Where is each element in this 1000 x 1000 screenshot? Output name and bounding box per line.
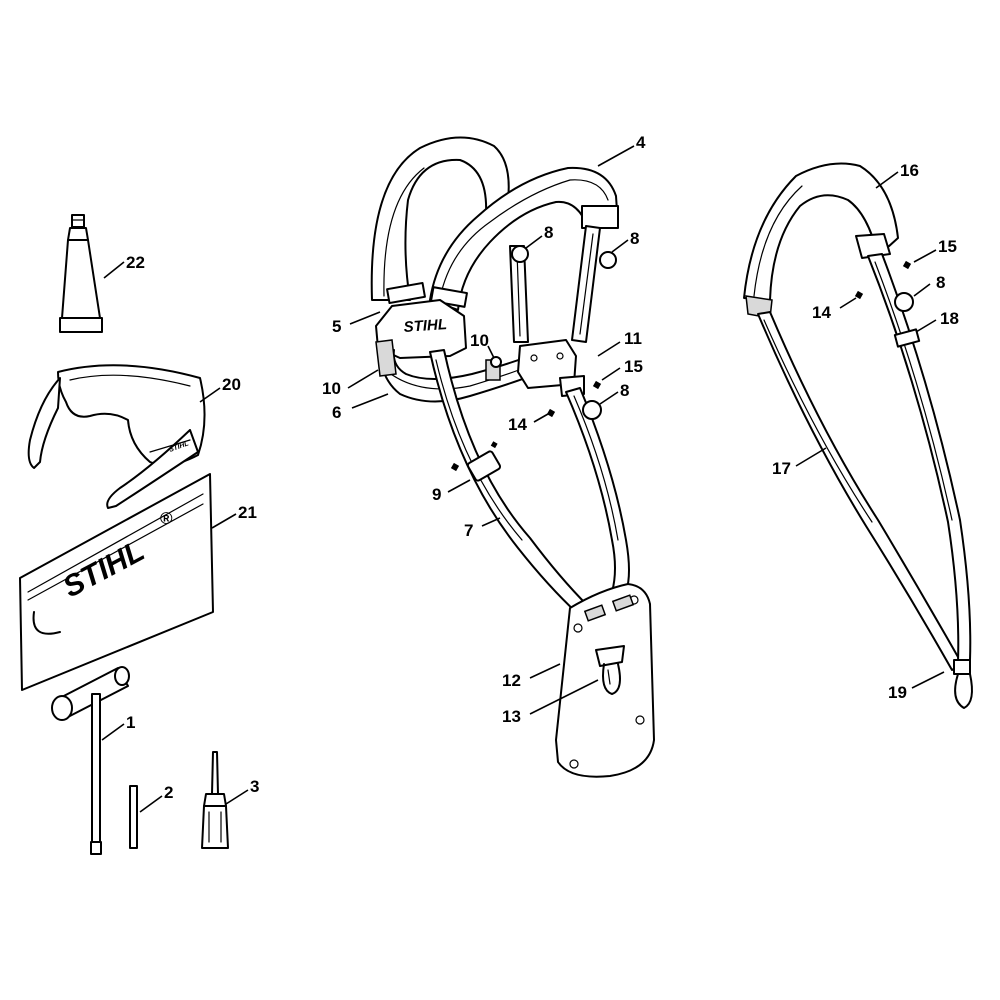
harness-logo-text: STIHL <box>403 316 447 336</box>
callout-8-b: 8 <box>630 229 639 248</box>
button-8-d <box>894 292 914 312</box>
callout-13: 13 <box>502 707 521 726</box>
callout-22: 22 <box>126 253 145 272</box>
callout-4: 4 <box>636 133 646 152</box>
leader-lines <box>101 145 945 813</box>
callout-20: 20 <box>222 375 241 394</box>
callout-3: 3 <box>250 777 259 796</box>
callout-18: 18 <box>940 309 959 328</box>
callout-numbers: 22 20 21 1 2 3 4 5 10 6 7 9 8 8 8 10 11 … <box>126 133 959 802</box>
callout-21: 21 <box>238 503 257 522</box>
callout-8-d: 8 <box>936 273 945 292</box>
tool-pouch: STIHL ® <box>19 473 214 691</box>
callout-15-a: 15 <box>624 357 643 376</box>
strap-hardware-right <box>854 260 921 348</box>
callout-7: 7 <box>464 521 473 540</box>
harness-hardware <box>450 245 617 472</box>
callout-15-b: 15 <box>938 237 957 256</box>
grease-tube <box>59 214 103 333</box>
hip-pad-plate <box>555 583 655 778</box>
callout-8-c: 8 <box>620 381 629 400</box>
button-8-b <box>599 251 617 269</box>
pin <box>129 785 138 849</box>
screwdriver <box>201 751 229 849</box>
callout-8-a: 8 <box>544 223 553 242</box>
snap-hook-harness <box>595 645 625 695</box>
screw-10-b <box>490 356 502 368</box>
callout-12: 12 <box>502 671 521 690</box>
shoulder-strap-single <box>743 162 899 319</box>
screw-15-a <box>592 380 602 390</box>
screw-14-a <box>546 408 556 418</box>
callout-14-b: 14 <box>812 303 831 322</box>
belt-buckle <box>485 339 585 397</box>
screw-15-b <box>902 260 912 270</box>
callout-10-a: 10 <box>322 379 341 398</box>
screw-9 <box>450 462 460 472</box>
harness-strap-right <box>509 225 630 593</box>
screw-extra <box>490 441 498 449</box>
screw-14-b <box>854 290 864 300</box>
button-8-a <box>511 245 529 263</box>
safety-glasses: STIHL <box>27 364 206 509</box>
callout-10-b: 10 <box>470 331 489 350</box>
callout-16: 16 <box>900 161 919 180</box>
callout-9: 9 <box>432 485 441 504</box>
callout-17: 17 <box>772 459 791 478</box>
callout-14-a: 14 <box>508 415 527 434</box>
strap-buckle-18 <box>893 328 921 348</box>
callout-11: 11 <box>624 329 642 348</box>
button-8-c <box>582 400 602 420</box>
callout-5: 5 <box>332 317 341 336</box>
snap-hook-strap <box>953 659 973 709</box>
callout-19: 19 <box>888 683 907 702</box>
callout-2: 2 <box>164 783 173 802</box>
pouch-logo-registered-mark: ® <box>160 509 173 528</box>
callout-6: 6 <box>332 403 341 422</box>
combination-wrench <box>51 666 130 855</box>
callout-1: 1 <box>126 713 135 732</box>
